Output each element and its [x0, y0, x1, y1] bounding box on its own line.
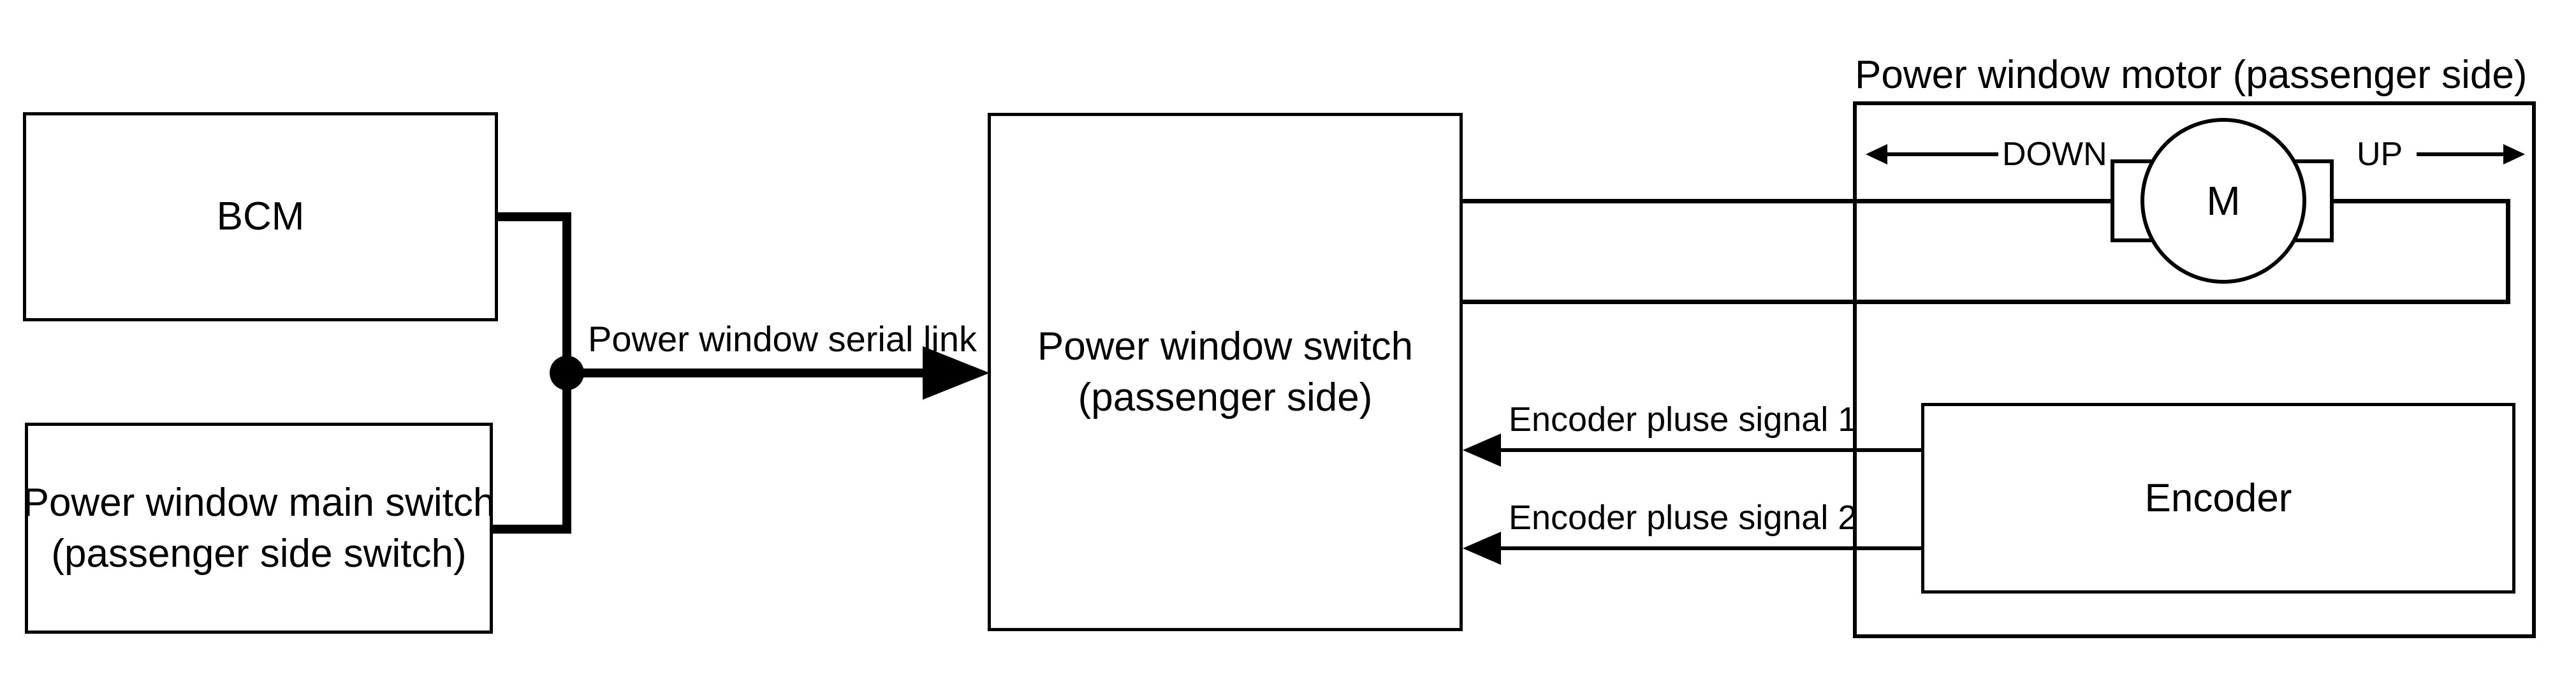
- motor-box-title: Power window motor (passenger side): [1855, 53, 2528, 97]
- up-label: UP: [2357, 136, 2403, 173]
- up-arrow-line: [2417, 152, 2506, 156]
- bcm-label: BCM: [216, 194, 305, 238]
- encoder-signal1-line: [1497, 448, 1921, 452]
- encoder-signal1-label: Encoder pluse signal 1: [1509, 400, 1857, 439]
- serial-link-line: [567, 368, 924, 377]
- motor-circle-symbol: M: [2141, 118, 2306, 284]
- motor-m-label: M: [2206, 178, 2241, 224]
- motor-wire-right-vertical: [2506, 199, 2510, 304]
- encoder-signal2-arrowhead: [1463, 532, 1501, 565]
- main-switch-label-line1: Power window main switch: [22, 480, 495, 525]
- encoder-label: Encoder: [2144, 476, 2292, 520]
- main-switch-box: Power window main switch (passenger side…: [22, 423, 495, 634]
- main-switch-label-line2: (passenger side switch): [51, 531, 467, 576]
- encoder-signal1-arrowhead: [1463, 434, 1501, 467]
- down-arrowhead: [1866, 144, 1887, 164]
- motor-wire-top-right-segment: [2334, 199, 2510, 203]
- passenger-switch-label-line2: (passenger side): [1078, 375, 1373, 419]
- bcm-box: BCM: [23, 112, 498, 321]
- encoder-signal2-line: [1497, 546, 1921, 550]
- motor-wire-top-left-segment: [1463, 199, 2111, 203]
- motor-wire-bottom-segment: [1463, 300, 2510, 304]
- passenger-switch-box: Power window switch (passenger side): [988, 113, 1463, 631]
- up-arrowhead: [2503, 144, 2525, 164]
- main-switch-bus-stub: [493, 525, 571, 534]
- serial-link-arrowhead: [923, 346, 990, 400]
- encoder-signal2-label: Encoder pluse signal 2: [1509, 499, 1857, 537]
- encoder-box: Encoder: [1921, 403, 2515, 594]
- passenger-switch-label-line1: Power window switch: [1037, 324, 1414, 368]
- serial-link-label: Power window serial link: [588, 319, 977, 359]
- bcm-bus-stub: [498, 212, 571, 221]
- down-label: DOWN: [2002, 136, 2107, 173]
- down-arrow-line: [1885, 152, 1998, 156]
- bus-junction-dot: [550, 356, 584, 390]
